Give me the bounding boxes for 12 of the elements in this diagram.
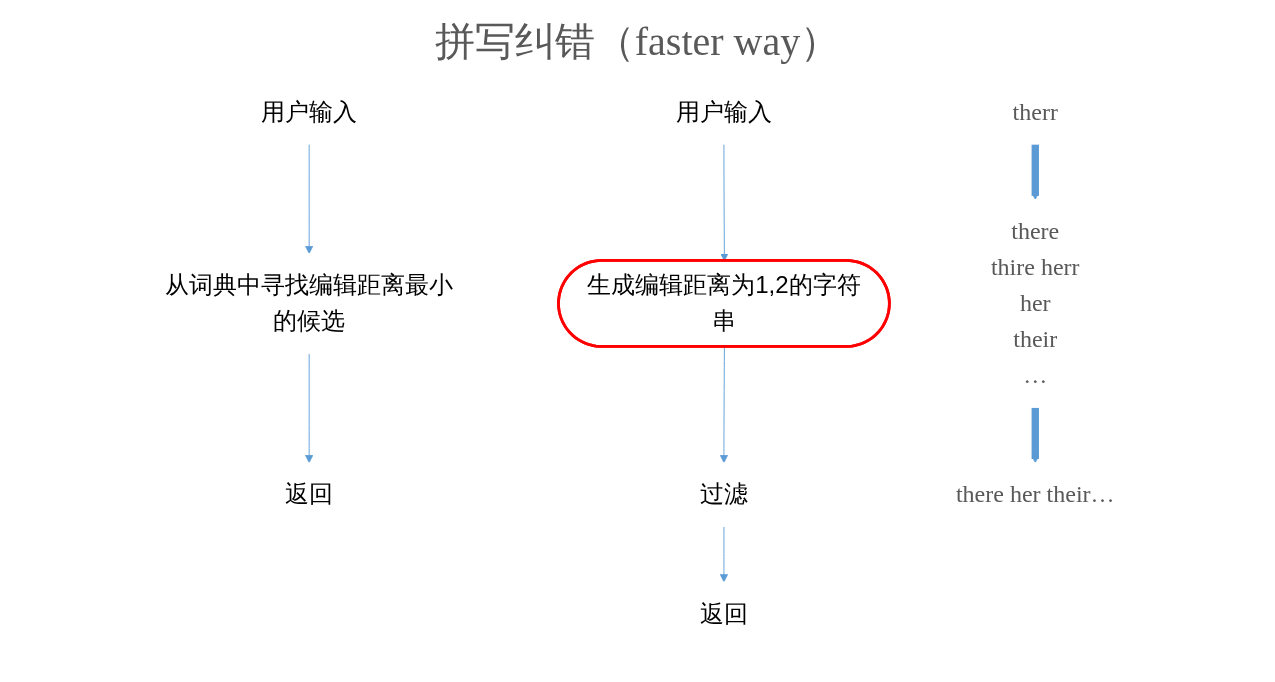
node-text: 用户输入 bbox=[260, 97, 357, 126]
node-text: there her their… bbox=[955, 481, 1115, 508]
node-text: 返回 bbox=[284, 480, 333, 508]
arrow bbox=[1030, 144, 1039, 200]
node-text: there thire herr her their … bbox=[990, 218, 1080, 389]
arrow bbox=[1030, 407, 1039, 464]
node-text: 从词典中寻找编辑距离最小的候选 bbox=[164, 271, 453, 335]
title: 拼写纠错（faster way） bbox=[433, 18, 842, 66]
node-text: therr bbox=[1012, 98, 1058, 126]
node-text: 用户输入 bbox=[675, 97, 772, 126]
node-text: 返回 bbox=[699, 599, 748, 628]
node-text: 过滤 bbox=[699, 480, 748, 508]
